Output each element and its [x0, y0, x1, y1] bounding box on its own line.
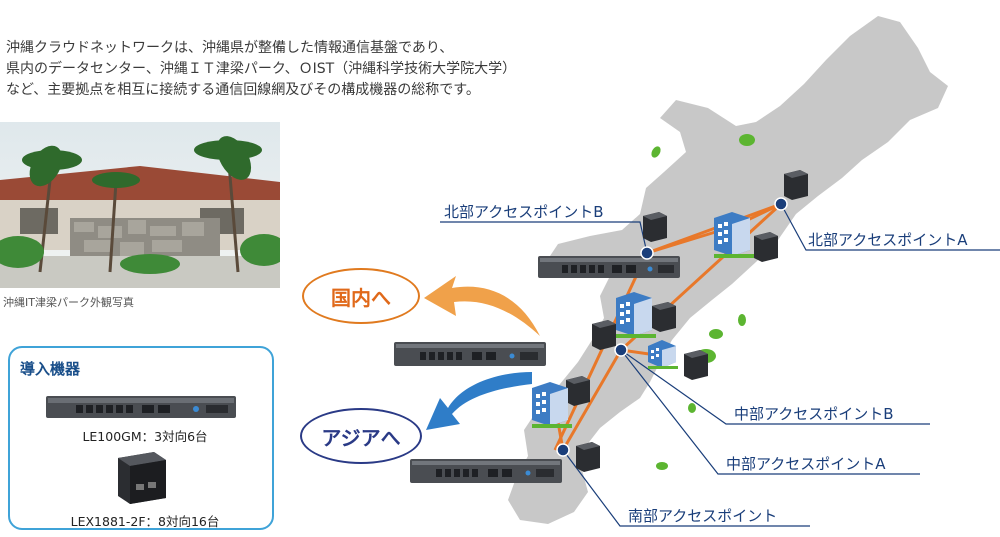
node-north-a — [774, 197, 788, 211]
datacenter-building-south — [532, 382, 572, 428]
intro-text: 沖縄クラウドネットワークは、沖縄県が整備した情報通信基盤であり、 県内のデータセ… — [6, 38, 566, 101]
lex1881-device-3 — [754, 232, 778, 262]
lex1881-device-2 — [784, 170, 808, 200]
node-north-b — [640, 246, 654, 260]
label-central-ap-a: 中部アクセスポイントA — [726, 455, 886, 473]
photo-caption: 沖縄IT津梁パーク外観写真 — [3, 296, 134, 309]
datacenter-building-central — [616, 292, 656, 338]
label-north-ap-b: 北部アクセスポイントB — [444, 203, 604, 221]
lex1881-device-1 — [643, 212, 667, 242]
lex1881-device-4 — [652, 302, 676, 332]
le100gm-label: LE100GM：3対向6台 — [82, 429, 208, 444]
tsunagari-park-photo — [0, 122, 280, 288]
le100gm-device-north — [538, 256, 680, 278]
le100gm-device-image — [46, 396, 236, 418]
datacenter-building-small — [648, 340, 678, 369]
lex1881-device-5 — [592, 320, 616, 350]
equipment-title: 導入機器 — [20, 360, 81, 378]
lex1881-label: LEX1881-2F：8対向16台 — [70, 514, 220, 529]
label-central-ap-b: 中部アクセスポイントB — [734, 405, 894, 423]
intro-line-2: 県内のデータセンター、沖縄ＩＴ津梁パーク、ＯIST（沖縄科学技術大学院大学） — [6, 61, 517, 77]
asia-bubble: アジアへ — [300, 408, 422, 464]
le100gm-device-south — [410, 459, 562, 483]
lex1881-device-8 — [576, 442, 600, 472]
arrow-to-domestic — [424, 276, 540, 336]
lex1881-device-6 — [684, 350, 708, 380]
label-north-ap-a: 北部アクセスポイントA — [808, 231, 968, 249]
datacenter-building-north — [714, 212, 754, 258]
okinawa-island-shape — [508, 16, 948, 524]
lex1881-device-image — [118, 452, 166, 504]
intro-line-3: など、主要拠点を相互に接続する通信回線網及びその構成機器の総称です。 — [6, 82, 480, 98]
lex1881-device-7 — [566, 376, 590, 406]
le100gm-device-central — [394, 342, 546, 366]
label-south-ap: 南部アクセスポイント — [628, 507, 778, 525]
photo-illustration — [0, 122, 280, 288]
leader-lines — [440, 203, 1000, 527]
arrow-to-asia — [426, 372, 532, 430]
node-central — [614, 343, 628, 357]
intro-line-1: 沖縄クラウドネットワークは、沖縄県が整備した情報通信基盤であり、 — [6, 40, 454, 56]
domestic-bubble: 国内へ — [302, 268, 420, 324]
node-south — [556, 443, 570, 457]
